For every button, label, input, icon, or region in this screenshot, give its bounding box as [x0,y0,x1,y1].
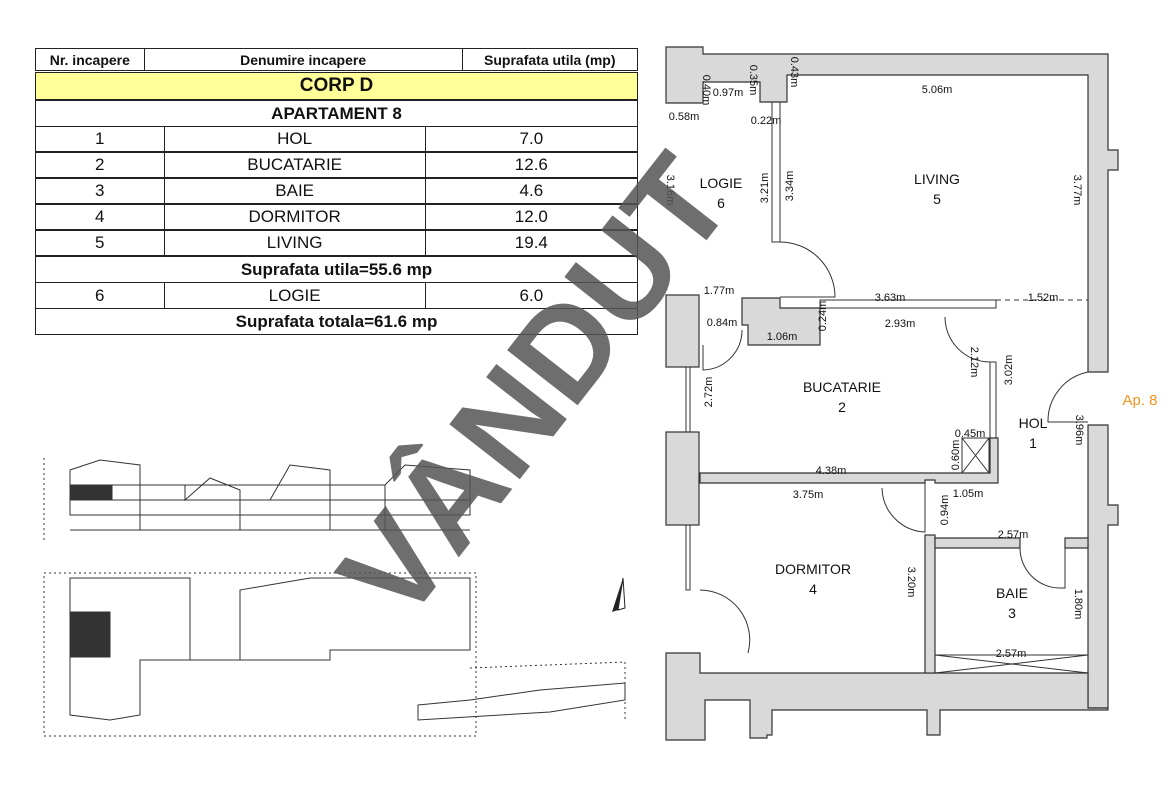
dimension-label: 0.43m [788,57,800,88]
cell-name: LOGIE [163,283,425,308]
cell-name: BAIE [163,179,425,203]
room-nr: 4 [809,581,817,597]
dimension-label: 3.20m [905,567,917,598]
dimension-label: 0.58m [669,111,700,123]
cell-nr: 5 [95,233,105,252]
dimension-label: 0.24m [817,301,829,332]
dimension-label: 1.05m [953,488,984,500]
dimension-label: 3.75m [793,489,824,501]
cell-area: 6.0 [424,283,637,308]
room-name: BUCATARIE [803,379,881,395]
header-nr: Nr. incapere [49,51,130,68]
sold-watermark: VÂNDUT [310,129,759,646]
room-nr: 5 [933,191,941,207]
room-name: HOL [1019,415,1048,431]
dimension-label: 0.35m [747,65,759,96]
header-area: Suprafata utila (mp) [461,49,637,70]
cell-nr: 3 [95,181,105,200]
cell-nr: 6 [95,285,105,305]
dimension-label: 0.40m [700,75,712,106]
cell-name: DORMITOR [163,205,425,229]
dimension-label: 1.77m [704,285,735,297]
cell-name: HOL [163,127,425,151]
dimension-label: 3.16m [664,175,676,206]
cell-area: 4.6 [424,179,637,203]
cell-nr: 4 [95,207,105,226]
walls [665,46,1119,741]
cell-nr: 2 [95,155,105,174]
header-name: Denumire incapere [143,49,462,70]
dimension-label: 0.60m [950,440,962,471]
dimension-label: 0.45m [955,428,986,440]
cell-area: 12.6 [424,153,637,177]
dimension-label: 1.80m [1072,589,1084,620]
dimension-label: 2.72m [703,377,715,408]
grand-total-row: Suprafata totala=61.6 mp [35,308,638,335]
dimension-label: 0.97m [713,87,744,99]
cell-area: 7.0 [424,127,637,151]
dimension-label: 3.77m [1071,175,1083,206]
room-name: DORMITOR [775,561,851,577]
plan-lines [685,101,1089,674]
dimension-label: 2.93m [885,318,916,330]
dimension-label: 4.38m [816,465,847,477]
dimension-label: 0.22m [751,115,782,127]
cell-area: 12.0 [424,205,637,229]
dimension-label: 3.63m [875,292,906,304]
dimension-label: 3.96m [1073,415,1085,446]
room-nr: 6 [717,195,725,211]
dimension-label: 3.34m [784,171,796,202]
dimension-label: 3.02m [1003,355,1015,386]
dimension-label: 3.21m [759,173,771,204]
dimension-label: 5.06m [922,84,953,96]
north-arrow-icon [612,577,626,612]
dimension-label: 2.57m [996,648,1027,660]
dimension-label: 1.06m [767,331,798,343]
room-nr: 2 [838,399,846,415]
room-nr: 1 [1029,435,1037,451]
dimension-label: 2.57m [998,529,1029,541]
room-name: LOGIE [700,175,743,191]
dimension-label: 1.52m [1028,292,1059,304]
cell-area: 19.4 [424,231,637,255]
dimension-label: 0.84m [707,317,738,329]
corp-row: CORP D [35,72,638,100]
room-name: LIVING [914,171,960,187]
cell-name: BUCATARIE [163,153,425,177]
dimension-label: 2.12m [968,347,980,378]
room-name: BAIE [996,585,1028,601]
apartment-tag: Ap. 8 [1122,392,1157,409]
cell-name: LIVING [163,231,425,255]
cell-nr: 1 [95,129,105,148]
dimension-label: 0.94m [939,495,951,526]
room-nr: 3 [1008,605,1016,621]
site-plan [43,458,626,737]
table-header: Nr. incapere Denumire incapere Suprafata… [35,48,638,71]
